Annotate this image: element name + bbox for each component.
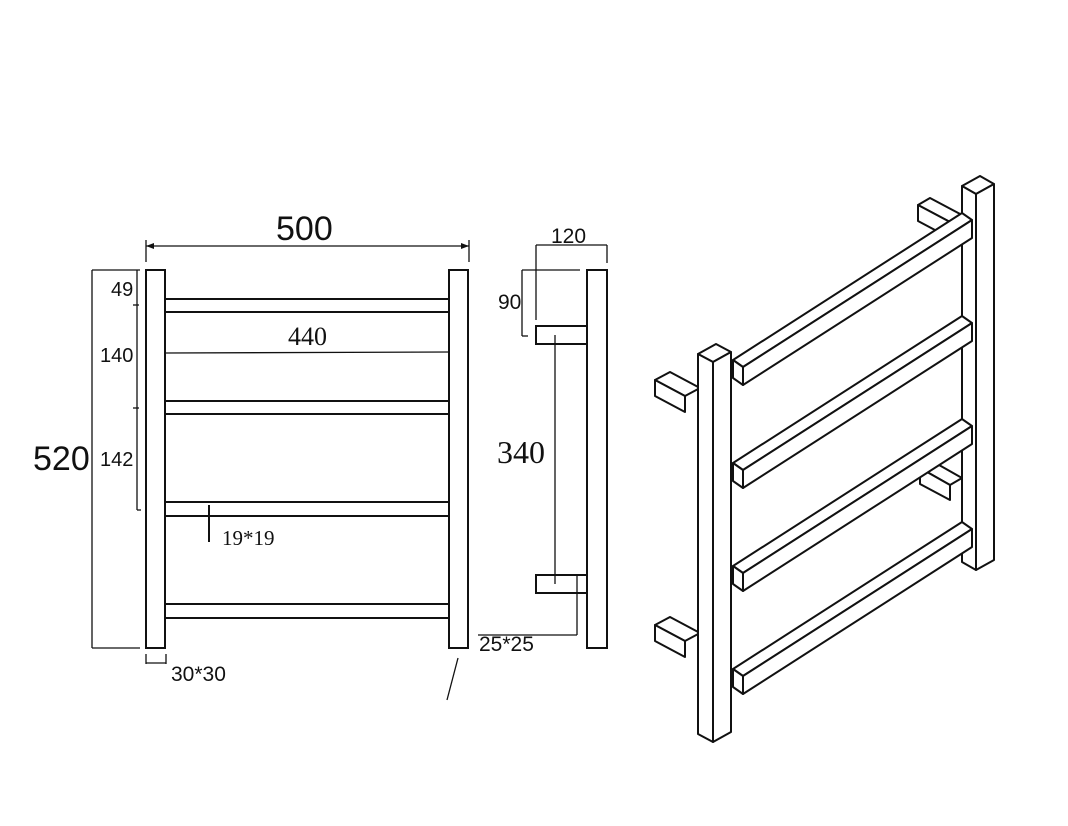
bar-length-label: 440 — [288, 322, 327, 351]
bracket-top-offset-label: 90 — [498, 291, 522, 314]
bar-section-label: 19*19 — [222, 526, 275, 550]
top-offset-label: 49 — [111, 279, 134, 301]
overall-width-label: 500 — [276, 210, 333, 248]
depth-label: 120 — [551, 225, 587, 248]
isometric-view — [654, 175, 995, 743]
front-view — [91, 240, 470, 701]
bar-spacing-2-label: 142 — [100, 449, 134, 471]
post-section-label: 30*30 — [171, 663, 226, 686]
overall-height-label: 520 — [33, 440, 90, 478]
bracket-spacing-label: 340 — [497, 434, 545, 470]
bar-spacing-1-label: 140 — [100, 345, 134, 367]
bracket-section-label: 25*25 — [479, 633, 534, 656]
side-view — [478, 244, 608, 649]
